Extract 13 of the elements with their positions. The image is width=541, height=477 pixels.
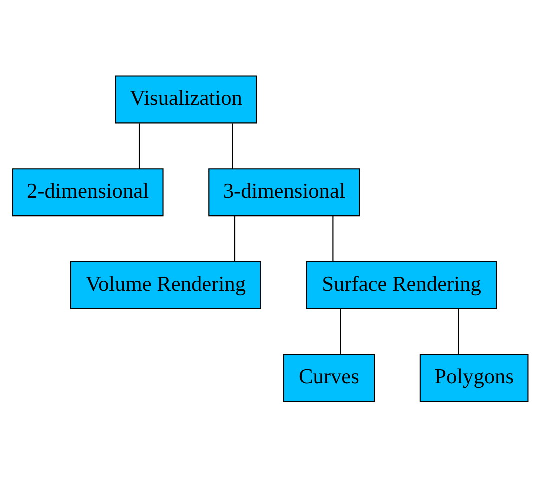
- node-box: Volume Rendering: [70, 260, 262, 309]
- node-box: 3-dimensional: [208, 168, 360, 216]
- connector: [234, 216, 236, 262]
- node-box: Polygons: [420, 354, 529, 402]
- node-box: Surface Rendering: [306, 260, 498, 309]
- node-box: Curves: [283, 354, 376, 402]
- connector: [138, 123, 140, 169]
- connector: [458, 308, 460, 354]
- connector: [332, 216, 334, 262]
- node-box: 2-dimensional: [12, 168, 164, 216]
- node-box: Visualization: [115, 75, 258, 124]
- connector: [340, 308, 342, 354]
- connector: [232, 123, 234, 169]
